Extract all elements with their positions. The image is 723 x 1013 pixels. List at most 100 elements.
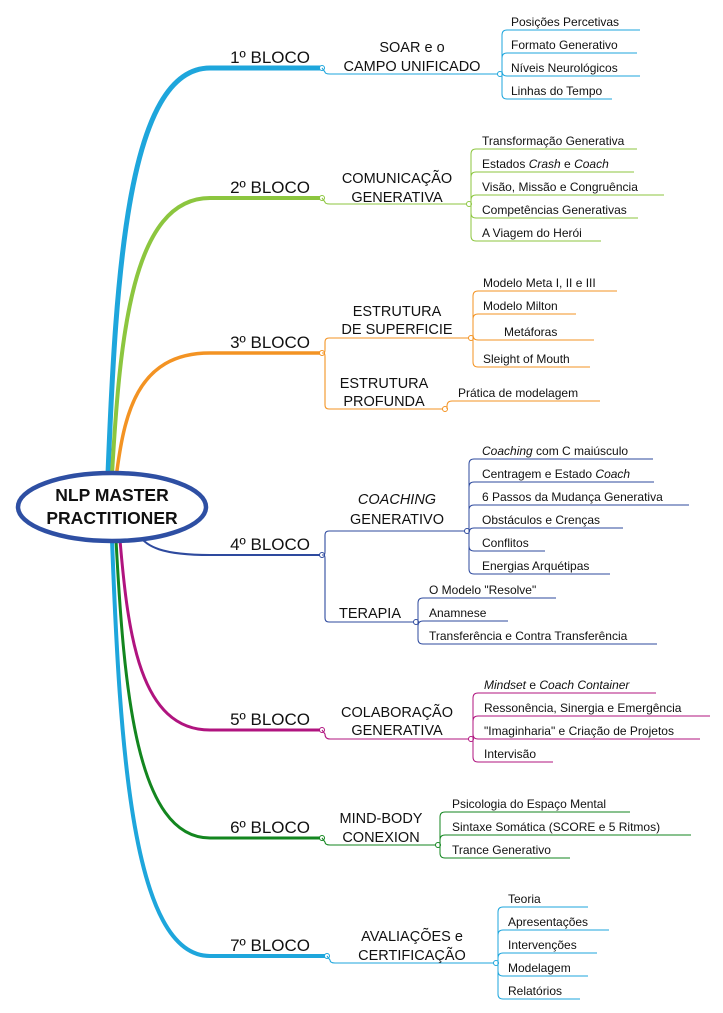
leaf-item: Prática de modelagem — [458, 386, 578, 400]
leaf-item-run: Estados — [482, 157, 529, 171]
subtopic-label-line-1-run: TERAPIA — [339, 606, 401, 622]
leaf-connector — [470, 194, 664, 204]
leaf-item-run: Formato Generativo — [511, 38, 618, 52]
leaf-item-run: Competências Generativas — [482, 203, 627, 217]
leaf-item-run: Coach — [595, 467, 630, 481]
leaf-connector — [472, 692, 656, 739]
leaf-item: Sintaxe Somática (SCORE e 5 Ritmos) — [452, 820, 660, 834]
leaf-item-run: Visão, Missão e Congruência — [482, 180, 638, 194]
leaf-connector — [439, 834, 691, 845]
leaf-item: Psicologia do Espaço Mental — [452, 797, 606, 811]
subtopic-label-line-1: MIND-BODY — [340, 811, 423, 827]
leaf-item-run: Ressonência, Sinergia e Emergência — [484, 701, 682, 715]
leaf-item: 6 Passos da Mudança Generativa — [482, 490, 663, 504]
leaf-item-run: Teoria — [508, 892, 541, 906]
leaf-item-run: 6 Passos da Mudança Generativa — [482, 490, 663, 504]
leaf-item-run: Modelagem — [508, 961, 571, 975]
leaf-item: O Modelo "Resolve" — [429, 583, 536, 597]
subtopic-label-line-1: COLABORAÇÃO — [341, 704, 453, 721]
leaf-connector — [501, 52, 637, 74]
subtopic-label-line-2: GENERATIVA — [351, 723, 443, 739]
leaf-connector — [501, 74, 612, 100]
leaf-item-run: Trance Generativo — [452, 843, 551, 857]
leaf-connector — [417, 597, 556, 622]
leaf-connector — [446, 400, 600, 409]
leaf-connector — [417, 622, 657, 645]
leaf-item-run: Transformação Generativa — [482, 134, 625, 148]
subtopic-label-line-2-run: DE SUPERFICIE — [341, 322, 453, 338]
subtopic[interactable]: AVALIAÇÕES eCERTIFICAÇÃOTeoriaApresentaç… — [326, 892, 609, 1000]
leaf-item-run: A Viagem do Herói — [482, 226, 582, 240]
subtopic-label-line-2: CAMPO UNIFICADO — [344, 59, 481, 75]
subtopic-label-line-2-run: GENERATIVA — [351, 723, 443, 739]
leaf-item-run: O Modelo "Resolve" — [429, 583, 536, 597]
subtopic-label-line-1-run: AVALIAÇÕES e — [361, 928, 463, 945]
leaf-item-run: Coach — [574, 157, 609, 171]
leaf-item: Anamnese — [429, 606, 487, 620]
leaf-item-run: Intervenções — [508, 938, 577, 952]
leaf-item-run: Intervisão — [484, 747, 536, 761]
leaf-connector — [472, 290, 617, 338]
block-label: 1º BLOCO — [230, 48, 310, 67]
leaf-connector — [497, 952, 597, 963]
leaf-item: Conflitos — [482, 536, 529, 550]
center-node[interactable]: NLP MASTER PRACTITIONER — [15, 470, 209, 544]
leaf-item-run: Centragem e Estado — [482, 467, 595, 481]
leaf-item-run: Níveis Neurológicos — [511, 61, 618, 75]
subtopic-label-line-1-run: MIND-BODY — [340, 811, 423, 827]
leaf-item-run: Psicologia do Espaço Mental — [452, 797, 606, 811]
subtopic-label-line-2: PROFUNDA — [343, 394, 425, 410]
branch-line-block-1 — [105, 65, 325, 477]
subtopic-label-line-1: ESTRUTURA — [353, 304, 442, 320]
leaf-connector — [468, 458, 653, 531]
subtopic-connector — [322, 352, 445, 410]
block-label: 6º BLOCO — [230, 818, 310, 837]
leaf-connector — [501, 29, 640, 74]
leaf-connector — [468, 504, 689, 531]
leaf-item-run: Anamnese — [429, 606, 487, 620]
leaf-item-run: Conflitos — [482, 536, 529, 550]
subtopic-connector — [321, 729, 471, 740]
center-ellipse — [15, 470, 209, 544]
leaf-item-run: Prática de modelagem — [458, 386, 578, 400]
leaf-item-run: Metáforas — [504, 325, 557, 339]
leaf-item: Linhas do Tempo — [511, 84, 603, 98]
leaf-item: Transformação Generativa — [482, 134, 625, 148]
leaf-item-run: Coach Container — [539, 678, 630, 692]
subtopic-label-line-2: GENERATIVA — [351, 190, 443, 206]
leaf-item-run: Posições Percetivas — [511, 15, 619, 29]
branch-line-block-5 — [118, 538, 324, 732]
leaf-item: Intervisão — [484, 747, 536, 761]
leaf-item-run: Obstáculos e Crenças — [482, 513, 600, 527]
subtopic-label-line-1-run: COLABORAÇÃO — [341, 704, 453, 721]
leaf-connector — [472, 739, 553, 763]
leaf-item: Apresentações — [508, 915, 588, 929]
subtopic-label-line-1: COACHING — [358, 492, 436, 508]
subtopic[interactable]: COMUNICAÇÃO GENERATIVA Transformação Gener… — [321, 134, 664, 242]
leaf-item: Centragem e Estado Coach — [482, 467, 630, 481]
subtopic-label-line-1: ESTRUTURA — [340, 376, 429, 392]
branch-line-block-3 — [114, 351, 324, 480]
subtopic-label-line-1: COMUNICAÇÃO — [342, 170, 452, 187]
subtopic-label-line-1: AVALIAÇÕES e — [361, 928, 463, 945]
leaf-connector — [472, 313, 576, 338]
leaf-item: Visão, Missão e Congruência — [482, 180, 638, 194]
subtopic-label-line-1: TERAPIA — [339, 606, 401, 622]
subtopic[interactable]: ESTRUTURA PROFUNDA Prática de modelagem — [322, 352, 600, 412]
leaf-item-run: Apresentações — [508, 915, 588, 929]
leaf-item: Estados Crash e Coach — [482, 157, 609, 171]
